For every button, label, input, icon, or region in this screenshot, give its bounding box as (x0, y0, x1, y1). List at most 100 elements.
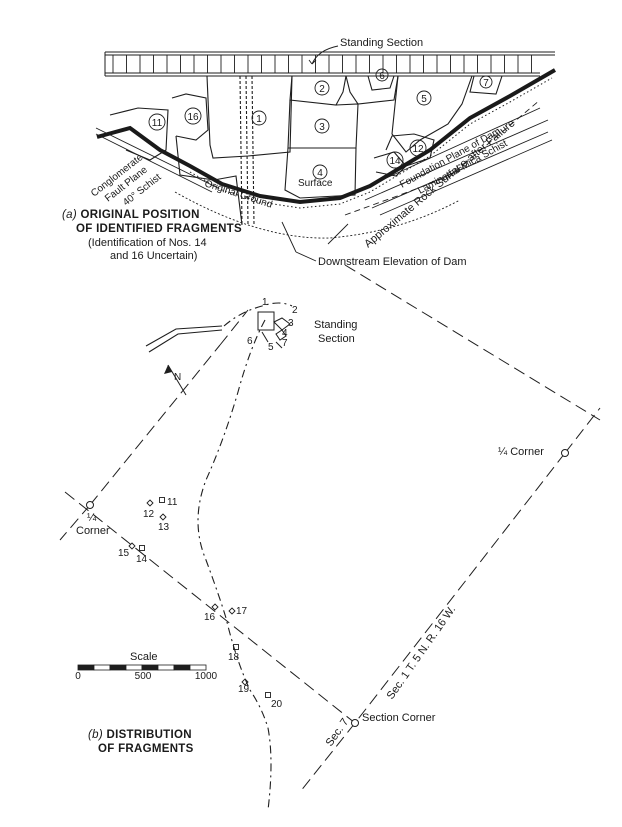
svg-text:OF IDENTIFIED FRAGMENTS: OF IDENTIFIED FRAGMENTS (76, 223, 242, 235)
fragment-marker-a-12: 12 (409, 139, 427, 157)
svg-text:¼: ¼ (87, 512, 97, 524)
frag-label-3: 3 (288, 318, 294, 329)
section-corner-label: Section Corner (362, 712, 436, 724)
svg-text:14: 14 (389, 156, 401, 167)
svg-text:12: 12 (412, 144, 424, 155)
part-a-caption: (a) ORIGINAL POSITION OF IDENTIFIED FRAG… (62, 209, 242, 262)
svg-text:3: 3 (319, 122, 325, 133)
scale-tick-500: 500 (135, 671, 152, 682)
standing-section-label-b: Standing Section (314, 319, 357, 345)
fragment-mark-14 (139, 545, 145, 551)
scale-segment (125, 664, 143, 671)
fragment-mark-11 (159, 497, 165, 503)
fragment-marker-a-7: 7 (479, 75, 493, 89)
fragment-marker-a-14: 14 (386, 151, 404, 169)
fragment-mark-18 (233, 644, 239, 650)
fragment-marker-a-11: 11 (148, 113, 166, 131)
corner-markers (86, 449, 569, 727)
north-arrow: N (164, 364, 187, 396)
fragment-mark-15 (128, 542, 136, 550)
scale-segment (189, 664, 207, 671)
section-lines (59, 264, 601, 793)
fragment-marker-a-4: 4 (312, 164, 328, 180)
ground-profile (96, 68, 557, 209)
scale-segment (157, 664, 175, 671)
quarter-corner-right-label: ¼ Corner (498, 446, 544, 458)
frag-label-18: 18 (228, 652, 240, 663)
svg-text:N: N (174, 372, 181, 383)
frag-label-12: 12 (143, 509, 155, 520)
svg-text:5: 5 (421, 94, 427, 105)
fragment-marker-a-3: 3 (314, 118, 330, 134)
quarter-corner-left-marker (86, 501, 94, 509)
scale-tick-0: 0 (75, 671, 81, 682)
svg-text:4: 4 (317, 168, 323, 179)
scale-tick-1000: 1000 (195, 671, 218, 682)
fragment-marker-a-5: 5 (416, 90, 432, 106)
scale-segment (109, 664, 127, 671)
svg-text:(b) DISTRIBUTION: (b) DISTRIBUTION (88, 729, 192, 741)
frag-label-1: 1 (262, 297, 268, 308)
fragment-marker-a-16: 16 (184, 107, 202, 125)
frag-label-7: 7 (282, 338, 288, 349)
scale-title: Scale (130, 651, 158, 663)
svg-text:6: 6 (379, 71, 385, 82)
section-corner-marker (351, 719, 359, 727)
frag-label-14: 14 (136, 554, 148, 565)
svg-text:7: 7 (483, 78, 489, 89)
rock-surface-label: Approximate Rock Surface after Failure (362, 117, 517, 250)
fragment-marker-a-6: 6 (375, 68, 389, 82)
frag-label-2: 2 (292, 305, 298, 316)
frag-label-17: 17 (236, 606, 248, 617)
road (145, 325, 223, 353)
part-b-caption: (b) DISTRIBUTION OF FRAGMENTS (88, 729, 193, 755)
sec7-label: Sec. 7 (324, 716, 352, 748)
frag-label-19: 19 (238, 684, 250, 695)
standing-section-block (257, 311, 291, 349)
fragment-labels-b: 1 2 3 4 5 6 7 11 12 13 14 15 16 17 18 19… (118, 297, 298, 710)
frag-label-4: 4 (282, 328, 288, 339)
frag-label-20: 20 (271, 699, 283, 710)
scale-segment (173, 664, 191, 671)
downstream-elevation-label: Downstream Elevation of Dam (318, 256, 467, 268)
fragment-mark-17 (228, 607, 236, 615)
svg-text:(a) ORIGINAL POSITION: (a) ORIGINAL POSITION (62, 209, 200, 221)
fragment-mark-16 (211, 603, 219, 611)
svg-text:(Identification of Nos. 14: (Identification of Nos. 14 (88, 237, 207, 249)
svg-text:16: 16 (187, 112, 199, 123)
quarter-corner-right-marker (561, 449, 569, 457)
frag-label-16: 16 (204, 612, 216, 623)
quarter-corner-left-label: ¼ Corner (76, 512, 110, 537)
section-line-label: Sec. 1 T. 5 N. R. 16 W. (385, 604, 459, 702)
frag-label-15: 15 (118, 548, 130, 559)
svg-text:Section: Section (318, 333, 355, 345)
scale-bar: Scale 0 500 1000 (75, 651, 217, 682)
fragment-mark-13 (159, 513, 167, 521)
frag-label-5: 5 (268, 342, 274, 353)
scale-segment (93, 664, 111, 671)
dam-crest (104, 51, 555, 77)
standing-section-label-a: Standing Section (340, 37, 423, 49)
leaders (281, 45, 349, 262)
fragment-marker-a-2: 2 (314, 80, 330, 96)
fragment-mark-12 (146, 499, 154, 507)
part-a-elevation: 1 2 3 4 5 6 7 11 12 14 16 Standing Secti… (62, 37, 557, 268)
svg-text:Corner: Corner (76, 525, 110, 537)
part-b-plan: N 1 2 3 4 5 6 7 11 12 13 (59, 264, 601, 811)
frag-label-6: 6 (247, 336, 253, 347)
fragment-marks-b (128, 497, 271, 698)
frag-label-13: 13 (158, 522, 170, 533)
surface-label: Surface (298, 178, 333, 189)
svg-text:and 16 Uncertain): and 16 Uncertain) (110, 250, 197, 262)
svg-text:Standing: Standing (314, 319, 357, 331)
fragment-markers-a: 1 2 3 4 5 6 7 11 12 14 16 (148, 68, 493, 180)
fragment-mark-20 (265, 692, 271, 698)
frag-label-11: 11 (167, 497, 178, 508)
scale-segment (141, 664, 159, 671)
scale-segment (77, 664, 95, 671)
fragment-mark-19 (241, 678, 249, 686)
svg-text:11: 11 (152, 118, 163, 129)
svg-text:2: 2 (319, 84, 325, 95)
geology-lines (95, 99, 553, 239)
